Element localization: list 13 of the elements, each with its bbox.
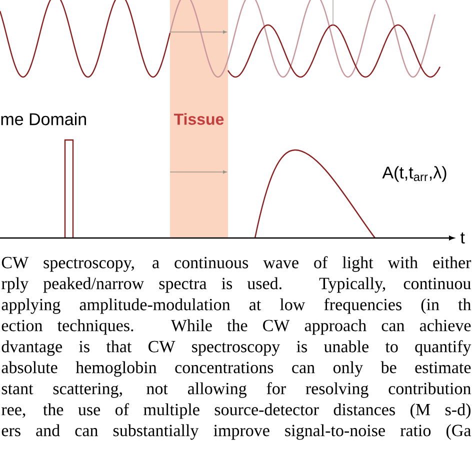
curve-label: A(t,t$_{arr}$,λ) [382,166,446,182]
text-line: absolute hemoglobin concentrations can only be estimate [2,361,471,377]
axis-label: t [460,232,465,244]
text-line: CW spectroscopy, a continuous wave of light with either [2,256,472,272]
tissue-band: Tissue [170,0,228,238]
text-line: rply peaked/narrow spectra is used. Typically, continuou [2,277,471,293]
text-line: stant scattering, not allowing for resolving contribution [2,382,471,398]
text-line: ree, the use of multiple source-detector distances (M s-d) [2,403,470,419]
text-line: ers and can substantially improve signal-to-noise ratio (Ga [2,424,471,440]
text-line: ection techniques. While the CW approach can achieve [2,319,471,335]
text-line: applying amplitude-modulation at low frequencies (in th [2,298,472,314]
text-line: dvantage is that CW spectroscopy is unable to quantify [2,340,472,356]
axis-title: me Domain [1,112,86,126]
